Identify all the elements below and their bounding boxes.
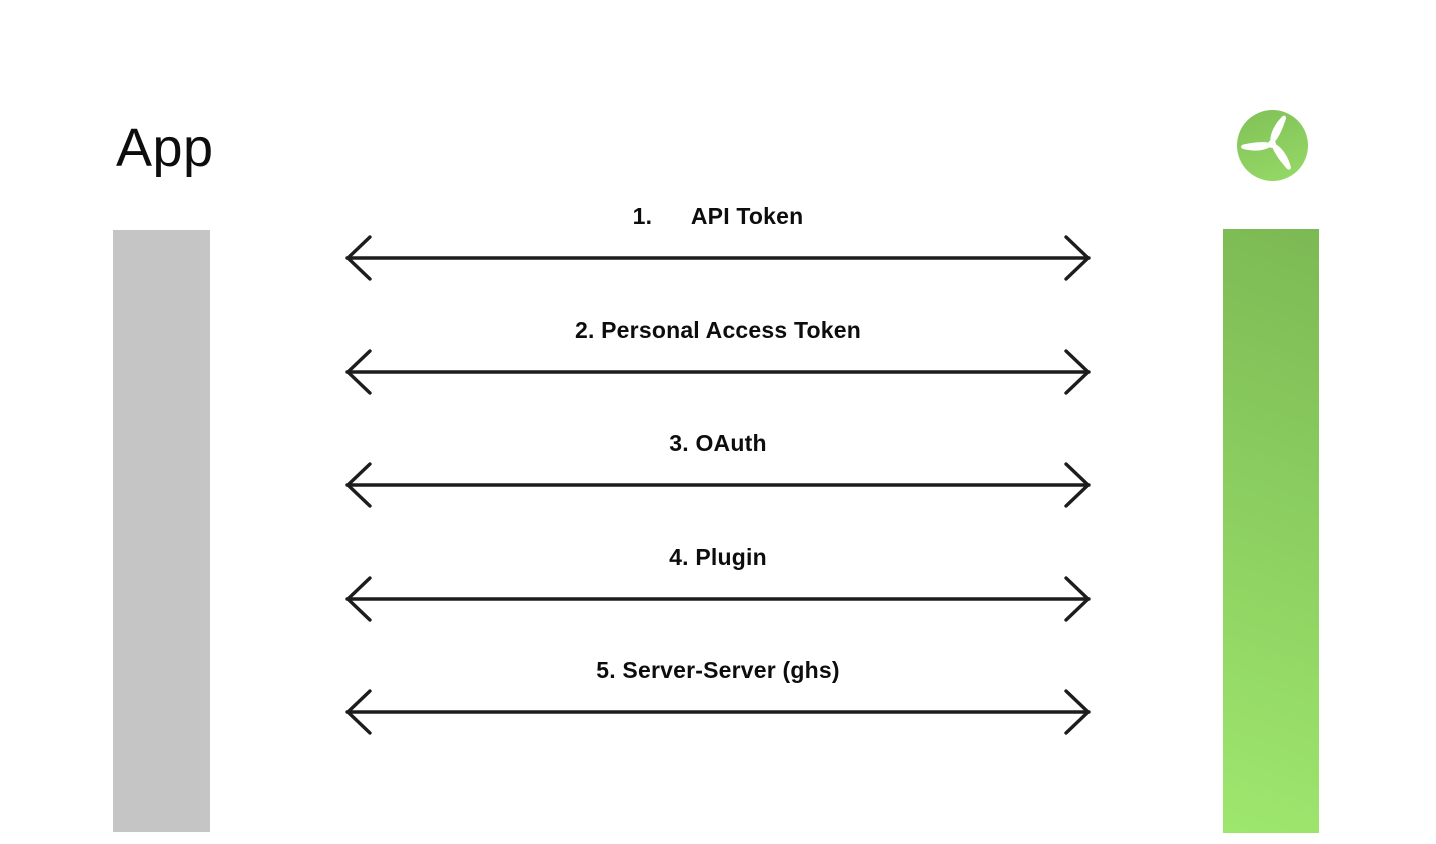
double-arrow-icon xyxy=(345,348,1091,395)
app-lane-bar xyxy=(113,230,210,832)
app-title: App xyxy=(116,118,214,178)
service-lane-bar xyxy=(1223,229,1319,833)
connection-list: 1. API Token 2. Personal Access Token 3.… xyxy=(344,202,1092,738)
connection-label: 5. Server-Server (ghs) xyxy=(596,657,840,683)
connection-row-api-token: 1. API Token xyxy=(344,202,1092,284)
connection-label: 3. OAuth xyxy=(669,430,767,456)
double-arrow-icon xyxy=(345,575,1091,622)
connection-row-plugin: 4. Plugin xyxy=(344,543,1092,625)
connection-label: 1. API Token xyxy=(632,203,804,229)
connection-row-server-server: 5. Server-Server (ghs) xyxy=(344,656,1092,738)
double-arrow-icon xyxy=(345,462,1091,508)
double-arrow-icon xyxy=(345,235,1091,281)
connection-label: 2. Personal Access Token xyxy=(574,316,862,343)
connection-label: 4. Plugin xyxy=(669,543,767,570)
connection-row-oauth: 3. OAuth xyxy=(344,429,1092,511)
wind-turbine-logo xyxy=(1237,110,1308,181)
wind-turbine-icon xyxy=(1237,110,1308,181)
connection-row-personal-access-token: 2. Personal Access Token xyxy=(344,316,1092,398)
double-arrow-icon xyxy=(345,689,1091,735)
